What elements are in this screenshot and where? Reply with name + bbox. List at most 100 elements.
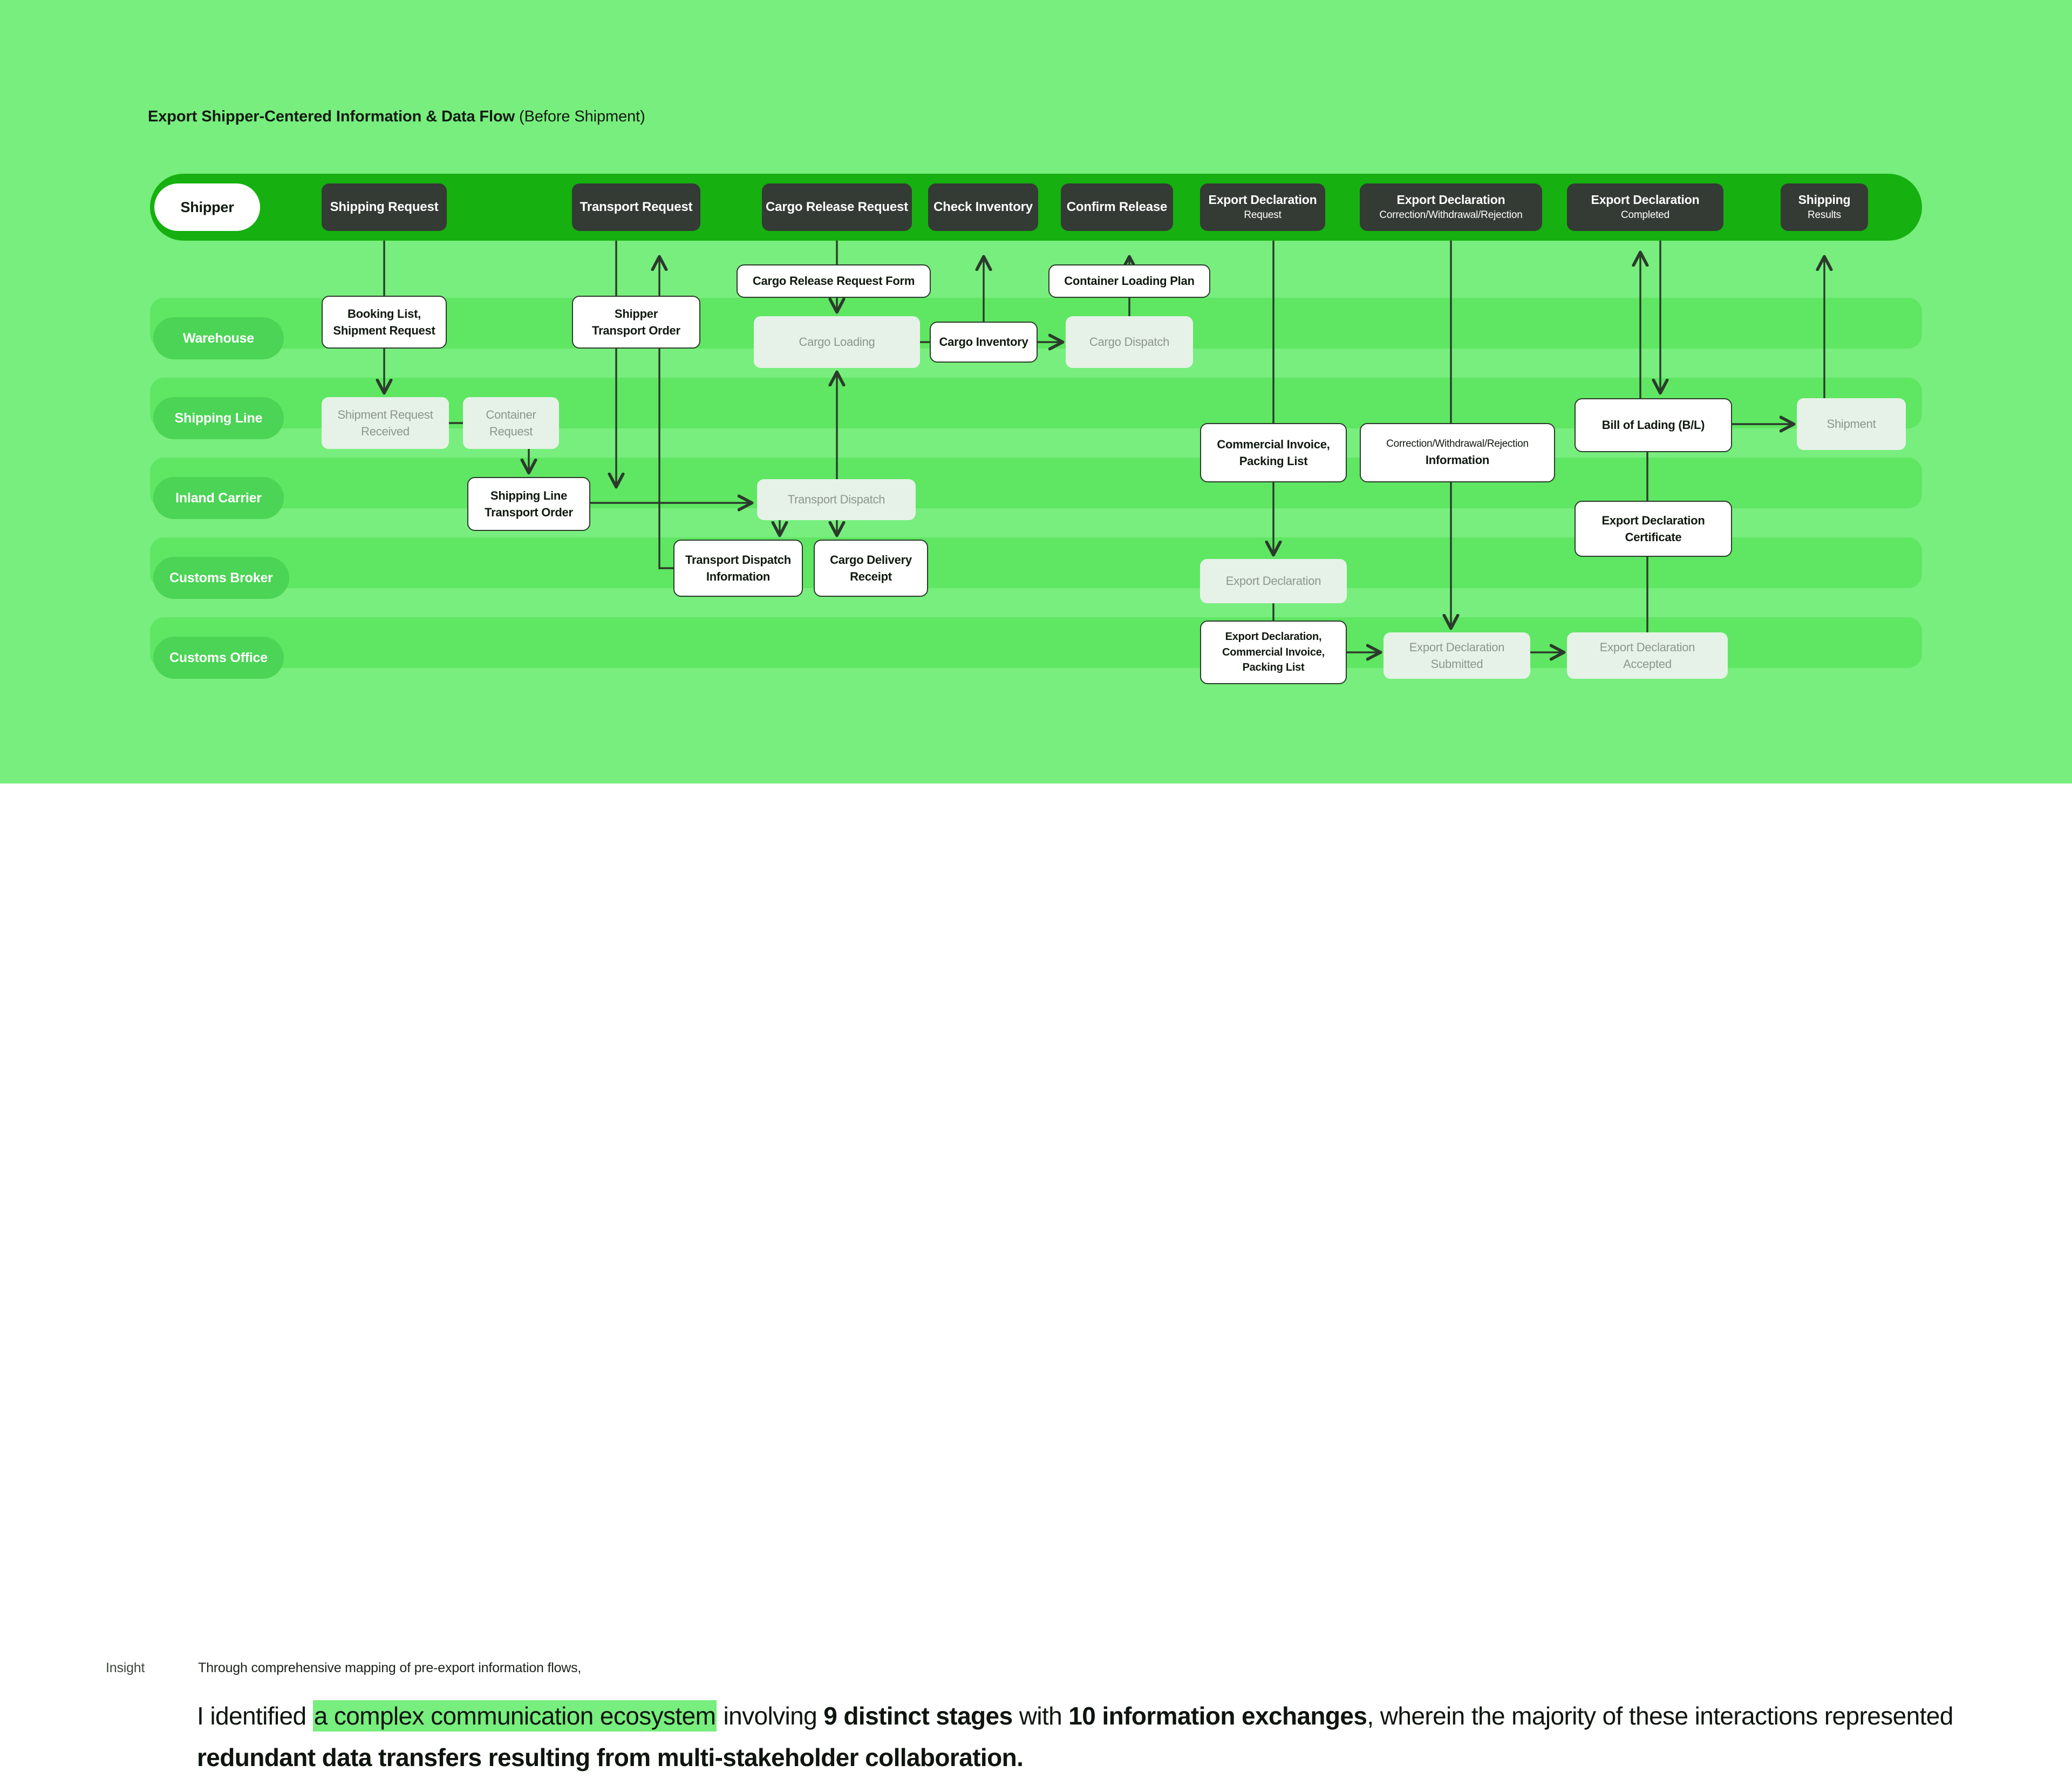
flow-node-line: Packing List	[1239, 454, 1308, 468]
flow-node-line: Shipment Request	[333, 324, 435, 337]
flow-node-export-declaration[interactable]: Export Declaration	[1200, 559, 1347, 603]
page-title-light: (Before Shipment)	[515, 108, 645, 125]
flow-node-booking-list-shipment-request[interactable]: Booking List, Shipment Request	[322, 296, 447, 349]
flow-node-container-loading-plan[interactable]: Container Loading Plan	[1048, 264, 1210, 298]
stage-node-transport-request[interactable]: Transport Request	[572, 183, 700, 231]
stage-node-title: Check Inventory	[933, 200, 1033, 214]
stage-node-confirm-release[interactable]: Confirm Release	[1061, 183, 1173, 231]
flow-node-line: Container Loading Plan	[1064, 274, 1195, 288]
flow-node-line: Receipt	[850, 570, 892, 583]
stage-node-subtitle: Request	[1244, 209, 1282, 221]
diagram-panel: Export Shipper-Centered Information & Da…	[0, 0, 2072, 783]
flow-node-bill-of-lading[interactable]: Bill of Lading (B/L)	[1575, 398, 1732, 452]
stage-node-title: Transport Request	[580, 200, 693, 214]
insight-text-run-highlight: a complex communication ecosystem	[312, 1700, 717, 1732]
swimlane-label-text: Warehouse	[182, 330, 255, 346]
flow-node-line: Information	[1425, 453, 1490, 467]
swimlane-label-warehouse[interactable]: Warehouse	[153, 317, 284, 359]
insight-label: Insight	[106, 1660, 145, 1675]
flow-node-line: Booking List,	[347, 306, 421, 321]
insight-body-text: I identified a complex communication eco…	[197, 1695, 1972, 1779]
stage-node-title: Shipper	[180, 199, 234, 215]
flow-node-line: Shipment	[1826, 417, 1876, 431]
flow-node-line: Export Declaration	[1601, 513, 1705, 527]
flow-node-line: Transport Order	[592, 324, 680, 337]
page-title: Export Shipper-Centered Information & Da…	[148, 108, 645, 126]
flow-node-commercial-invoice-packing-list[interactable]: Commercial Invoice, Packing List	[1200, 423, 1347, 482]
insight-text-run-bold: redundant data transfers resulting from …	[197, 1743, 1024, 1772]
stage-node-cargo-release-request[interactable]: Cargo Release Request	[762, 183, 912, 231]
flow-node-line: Export Declaration	[1409, 640, 1505, 654]
flow-node-line: Cargo Delivery	[830, 553, 912, 567]
flow-node-line: Packing List	[1242, 662, 1305, 674]
flow-node-line: Request	[489, 425, 533, 438]
stage-node-title: Shipping Request	[330, 200, 439, 214]
flow-node-transport-dispatch[interactable]: Transport Dispatch	[757, 479, 916, 520]
stage-node-title: Export Declaration	[1591, 192, 1700, 207]
flow-node-line: Shipment Request	[337, 407, 433, 421]
flow-node-line: Container	[486, 407, 536, 421]
flow-node-line: Commercial Invoice,	[1217, 437, 1330, 451]
flow-node-line: Cargo Dispatch	[1089, 335, 1170, 349]
flow-node-line: Commercial Invoice,	[1222, 646, 1325, 658]
stage-node-subtitle: Correction/Withdrawal/Rejection	[1379, 209, 1523, 221]
swimlane-label-text: Shipping Line	[174, 410, 263, 426]
flow-node-line: Transport Dispatch	[787, 493, 885, 507]
swimlane-label-text: Inland Carrier	[175, 490, 262, 506]
flow-node-line: Transport Dispatch	[685, 553, 791, 567]
stage-node-title: Cargo Release Request	[766, 200, 908, 214]
connector-layer	[0, 231, 2072, 783]
flow-node-shipment[interactable]: Shipment	[1797, 398, 1906, 450]
swimlane-label-inland-carrier[interactable]: Inland Carrier	[153, 477, 284, 519]
stage-node-title: Export Declaration	[1208, 192, 1317, 207]
stage-node-shipping-request[interactable]: Shipping Request	[322, 183, 447, 231]
flow-node-cargo-dispatch[interactable]: Cargo Dispatch	[1066, 316, 1193, 368]
flow-node-line: Received	[361, 425, 410, 438]
swimlane-label-shipping-line[interactable]: Shipping Line	[153, 397, 284, 439]
flow-node-cargo-release-request-form[interactable]: Cargo Release Request Form	[737, 264, 931, 298]
flow-node-line: Submitted	[1430, 657, 1483, 671]
stage-node-title: Export Declaration	[1396, 192, 1505, 207]
flow-node-export-declaration-commercial-invoice-packing-list[interactable]: Export Declaration,Commercial Invoice,Pa…	[1200, 621, 1347, 684]
flow-node-cargo-loading[interactable]: Cargo Loading	[754, 316, 920, 368]
stage-node-subtitle: Completed	[1620, 209, 1670, 221]
flow-node-cargo-inventory[interactable]: Cargo Inventory	[930, 322, 1038, 363]
flow-node-line: Shipper	[614, 306, 658, 321]
flow-node-line: Cargo Inventory	[939, 335, 1028, 349]
insight-text-run-normal: , wherein the majority of these interact…	[1367, 1702, 1953, 1730]
flow-node-line: Cargo Loading	[799, 335, 875, 349]
stage-node-check-inventory[interactable]: Check Inventory	[928, 183, 1038, 231]
stage-node-title: Shipping	[1798, 192, 1851, 207]
swimlane-label-customs-broker[interactable]: Customs Broker	[153, 557, 289, 599]
insight-text-run-normal: I identified	[197, 1702, 313, 1730]
flow-node-line: Export Declaration	[1225, 574, 1321, 588]
insight-text-run-bold: 9 distinct stages	[823, 1702, 1013, 1730]
swimlane-label-customs-office[interactable]: Customs Office	[153, 637, 284, 679]
flow-node-line: Export Declaration	[1599, 640, 1695, 654]
swimlane-label-text: Customs Office	[169, 650, 268, 665]
swimlane-label-text: Customs Broker	[169, 570, 273, 585]
stage-node-title: Confirm Release	[1066, 200, 1168, 214]
swimlane-band-inland-carrier	[150, 458, 1922, 508]
flow-node-line: Transport Order	[485, 506, 573, 519]
insight-text-run-bold: 10 information exchanges	[1068, 1702, 1367, 1730]
insight-section: Insight Through comprehensive mapping of…	[0, 783, 2072, 1771]
flow-node-line: Accepted	[1623, 657, 1672, 671]
flow-node-line: Information	[706, 570, 771, 583]
stage-node-shipper[interactable]: Shipper	[154, 183, 260, 231]
